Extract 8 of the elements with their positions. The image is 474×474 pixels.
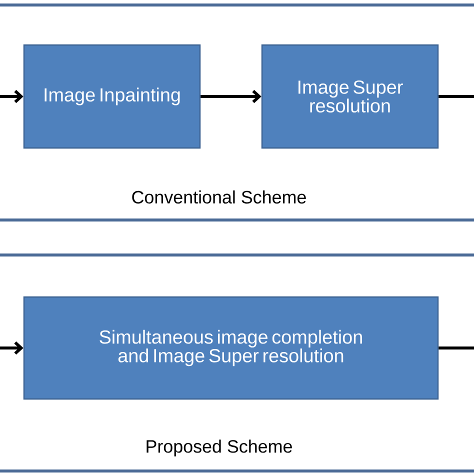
arrow [0, 341, 24, 355]
process-box: Image Inpainting [23, 44, 201, 149]
arrow [0, 90, 24, 104]
scheme-caption: Conventional Scheme [132, 190, 306, 204]
process-box: Image Super resolution [261, 44, 439, 149]
arrow [200, 90, 262, 104]
process-box: Simultaneous image completion and Image Super resolution [23, 296, 439, 400]
scheme-caption: Proposed Scheme [146, 440, 292, 456]
